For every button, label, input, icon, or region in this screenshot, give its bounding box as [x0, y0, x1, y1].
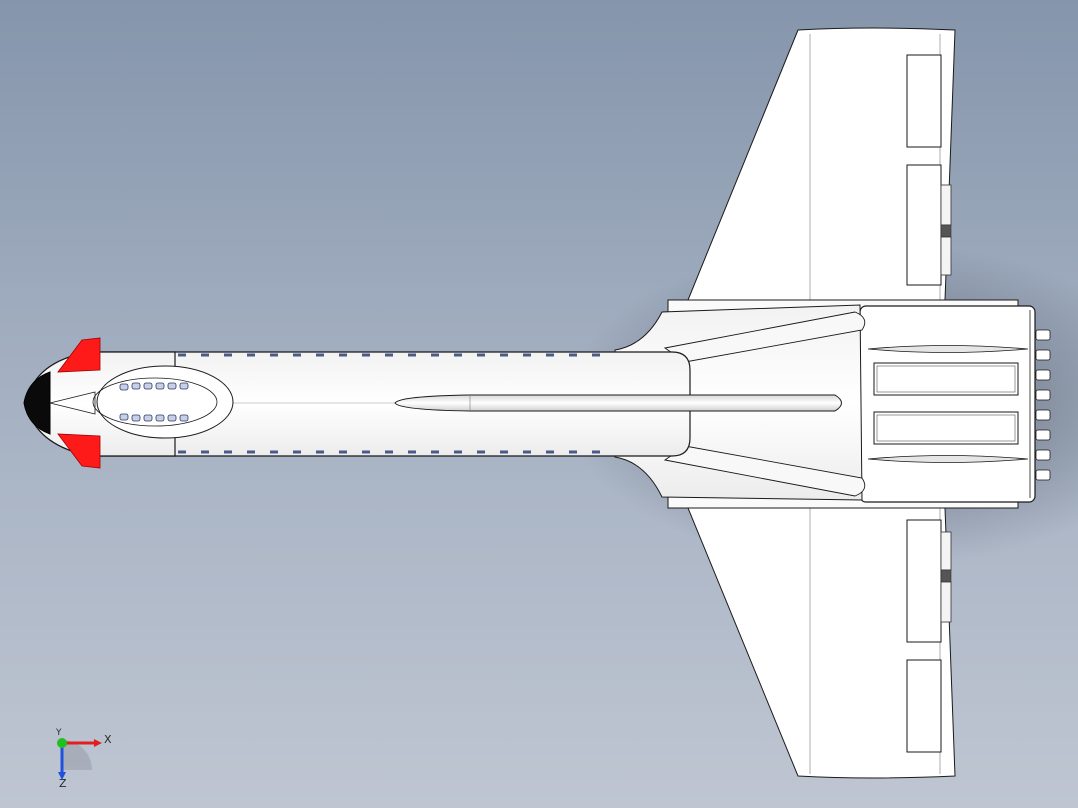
engine-block[interactable] — [859, 305, 1051, 503]
canard-fins[interactable] — [57, 337, 101, 469]
dorsal-groove — [394, 394, 842, 412]
engine-nozzles — [1035, 329, 1051, 481]
canopy-windows — [119, 382, 189, 422]
upper-wing[interactable] — [687, 27, 956, 301]
fuselage[interactable] — [79, 351, 840, 457]
x-axis-label: X — [104, 733, 112, 746]
y-axis-label: Y — [56, 728, 62, 738]
lower-wing[interactable] — [687, 507, 956, 779]
nose-cone[interactable] — [23, 351, 234, 457]
coordinate-triad — [40, 728, 120, 798]
z-axis-label: Z — [59, 777, 67, 790]
triad-axes — [57, 738, 102, 780]
